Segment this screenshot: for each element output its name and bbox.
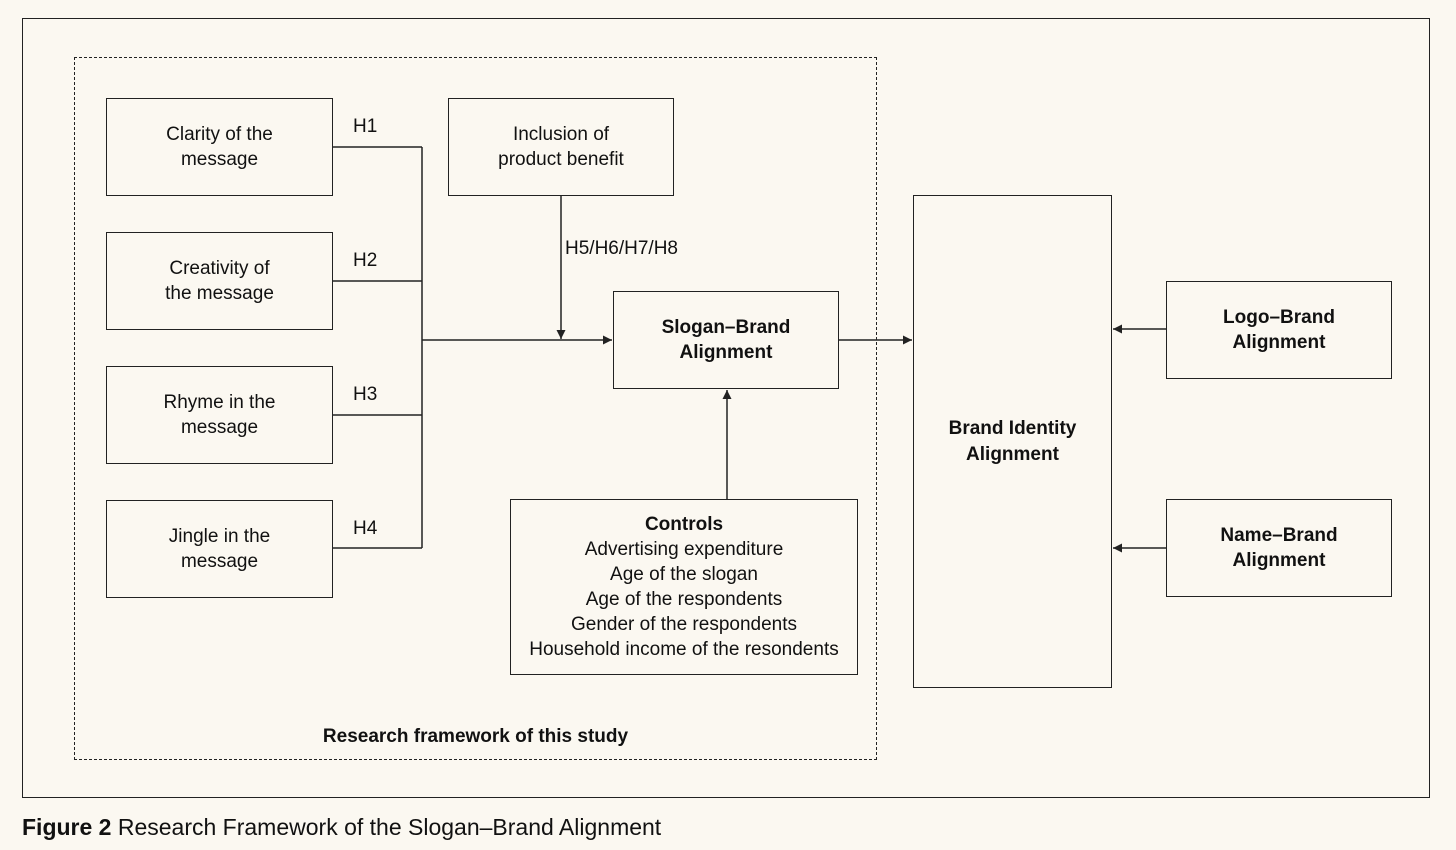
benefit-line2: product benefit xyxy=(498,149,624,170)
benefit-line1: Inclusion of xyxy=(512,124,610,145)
logo-brand-line2: Alignment xyxy=(1232,332,1326,353)
creativity-box: Creativity of the message xyxy=(106,232,333,330)
logo-brand-box: Logo–Brand Alignment xyxy=(1166,281,1392,379)
h1-label: H1 xyxy=(353,116,378,137)
figure-caption: Figure 2 Research Framework of the Sloga… xyxy=(22,814,661,841)
slogan-brand-line2: Alignment xyxy=(679,342,773,363)
rhyme-box: Rhyme in the message xyxy=(106,366,333,464)
h3-label: H3 xyxy=(353,384,378,405)
rhyme-line1: Rhyme in the xyxy=(163,392,276,413)
control-item: Age of the slogan xyxy=(610,564,758,585)
name-brand-box: Name–Brand Alignment xyxy=(1166,499,1392,597)
figure-caption-text: Research Framework of the Slogan–Brand A… xyxy=(117,814,662,840)
clarity-box: Clarity of the message xyxy=(106,98,333,196)
slogan-brand-line1: Slogan–Brand xyxy=(661,317,791,338)
name-brand-line1: Name–Brand xyxy=(1220,525,1338,546)
logo-brand-line1: Logo–Brand xyxy=(1223,307,1335,328)
figure-number: Figure 2 xyxy=(22,814,112,840)
slogan-brand-box: Slogan–Brand Alignment xyxy=(613,291,839,389)
control-item: Age of the respondents xyxy=(585,589,783,610)
controls-title: Controls xyxy=(644,514,724,535)
brand-identity-box: Brand Identity Alignment xyxy=(913,195,1112,688)
jingle-line2: message xyxy=(180,551,259,572)
jingle-line1: Jingle in the xyxy=(168,526,271,547)
control-item: Gender of the respondents xyxy=(570,614,798,635)
framework-label: Research framework of this study xyxy=(322,726,629,747)
clarity-line2: message xyxy=(180,149,259,170)
research-framework-boundary xyxy=(74,57,877,760)
name-brand-line2: Alignment xyxy=(1232,550,1326,571)
brand-identity-line1: Brand Identity xyxy=(948,417,1077,439)
control-item: Advertising expenditure xyxy=(584,539,784,560)
brand-identity-line2: Alignment xyxy=(966,443,1059,465)
control-item: Household income of the resondents xyxy=(529,639,839,660)
h2-label: H2 xyxy=(353,250,378,271)
controls-box: Controls Advertising expenditure Age of … xyxy=(510,499,858,675)
figure-frame xyxy=(22,18,1430,798)
clarity-line1: Clarity of the xyxy=(166,124,273,145)
h4-label: H4 xyxy=(353,518,378,539)
rhyme-line2: message xyxy=(180,417,259,438)
creativity-line1: Creativity of xyxy=(169,258,270,279)
jingle-box: Jingle in the message xyxy=(106,500,333,598)
h5-h8-label: H5/H6/H7/H8 xyxy=(565,238,678,259)
creativity-line2: the message xyxy=(165,283,274,304)
product-benefit-box: Inclusion of product benefit xyxy=(448,98,674,196)
